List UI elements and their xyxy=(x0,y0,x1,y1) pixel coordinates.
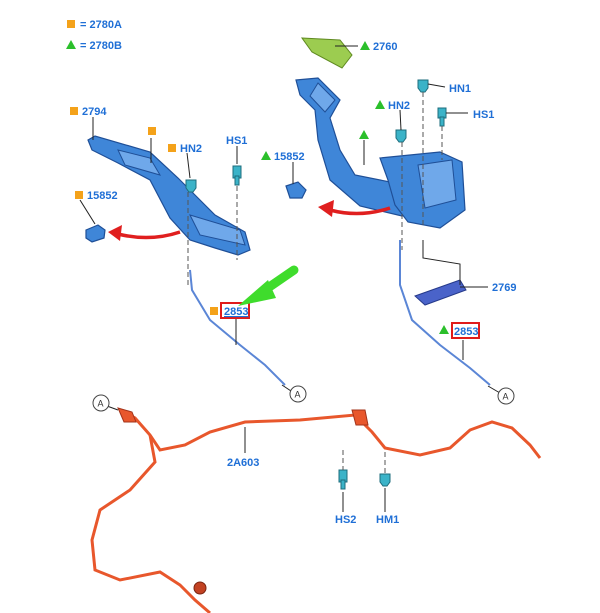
right-assembly: 2760 HN1 HN2 HS1 15852 2769 2853 A xyxy=(261,37,516,405)
label-2760: 2760 xyxy=(373,41,397,53)
square-marker-icon xyxy=(210,307,218,315)
left-front-cable xyxy=(189,269,286,386)
hm1-nut-icon xyxy=(379,473,391,487)
label-hs1-left: HS1 xyxy=(226,135,247,147)
triangle-marker-icon xyxy=(360,41,370,50)
circle-callout-icon xyxy=(92,394,110,412)
square-marker-icon xyxy=(168,144,176,152)
square-marker-icon xyxy=(67,20,75,28)
highlight-box-2853-left xyxy=(220,302,250,319)
rear-cable-lower xyxy=(90,434,211,613)
label-2794: 2794 xyxy=(82,106,107,118)
hn1-nut-icon xyxy=(417,79,429,93)
circle-callout-icon xyxy=(289,385,307,403)
right-part-15852 xyxy=(285,181,307,199)
hn2-left-nut-icon xyxy=(185,179,197,193)
label-hn2-right: HN2 xyxy=(388,100,410,112)
callout-a-right: A xyxy=(503,392,509,402)
part-2769-shield xyxy=(414,279,467,306)
legend: = 2780A = 2780B xyxy=(66,19,122,52)
square-marker-icon xyxy=(70,107,78,115)
label-hm1: HM1 xyxy=(376,514,399,526)
leader-a-right xyxy=(487,385,501,394)
left-rotation-arrowhead xyxy=(108,225,122,241)
circle-callout-icon xyxy=(497,387,515,405)
square-marker-icon xyxy=(75,191,83,199)
hs1-right-screw-shank xyxy=(439,116,445,127)
triangle-marker-icon xyxy=(261,151,271,160)
label-hn2-left: HN2 xyxy=(180,143,202,155)
label-hn1: HN1 xyxy=(449,83,471,95)
label-15852-right: 15852 xyxy=(274,151,305,163)
label-2853-right: 2853 xyxy=(454,326,478,338)
label-hs1-right: HS1 xyxy=(473,109,494,121)
label-2a603: 2A603 xyxy=(227,457,259,469)
triangle-marker-icon xyxy=(375,100,385,109)
leader-2769-bracket xyxy=(422,240,461,285)
green-pointer-arrow-icon xyxy=(238,265,299,306)
rear-cable-assembly: 2A603 HS2 HM1 A xyxy=(90,394,542,613)
part-2760-cover xyxy=(300,37,353,69)
label-2853-left: 2853 xyxy=(224,306,248,318)
square-marker-icon xyxy=(148,127,156,135)
left-rotation-arrow xyxy=(117,230,181,240)
right-rotation-arrow xyxy=(329,206,391,216)
triangle-marker-icon xyxy=(439,325,449,334)
right-rotation-arrowhead xyxy=(318,200,334,217)
leader-hn2-right xyxy=(399,109,402,131)
rear-cable-grommet xyxy=(193,581,207,595)
leader-a-rear xyxy=(106,405,119,411)
label-15852-left: 15852 xyxy=(87,190,118,202)
hs2-screw-shank xyxy=(340,479,346,490)
left-lever-grip xyxy=(117,149,162,176)
highlight-box-2853-right xyxy=(451,322,480,339)
rear-cable-upper xyxy=(119,408,542,459)
label-hs2: HS2 xyxy=(335,514,356,526)
right-lever-grip xyxy=(309,82,336,113)
left-bracket xyxy=(189,214,246,246)
right-front-cable xyxy=(399,240,491,386)
rear-cable-clip xyxy=(351,409,369,426)
leader-hn2-left xyxy=(186,152,191,179)
callout-a-left: A xyxy=(295,390,301,400)
triangle-marker-icon xyxy=(66,40,76,49)
leader-15852-left xyxy=(79,199,96,225)
callout-a-rear: A xyxy=(98,399,104,409)
hn2-right-nut-icon xyxy=(395,129,407,143)
left-assembly: 2794 HN2 HS1 15852 2853 A xyxy=(70,106,307,403)
hs1-left-screw-shank xyxy=(234,175,240,186)
triangle-marker-icon xyxy=(359,130,369,139)
leader-hn1 xyxy=(427,83,446,88)
legend-square-label: = 2780A xyxy=(80,19,122,31)
legend-triangle-label: = 2780B xyxy=(80,40,122,52)
right-frame-plate xyxy=(417,159,457,209)
label-2769: 2769 xyxy=(492,282,516,294)
left-part-15852 xyxy=(85,224,106,243)
rear-cable-end-left xyxy=(117,407,137,423)
